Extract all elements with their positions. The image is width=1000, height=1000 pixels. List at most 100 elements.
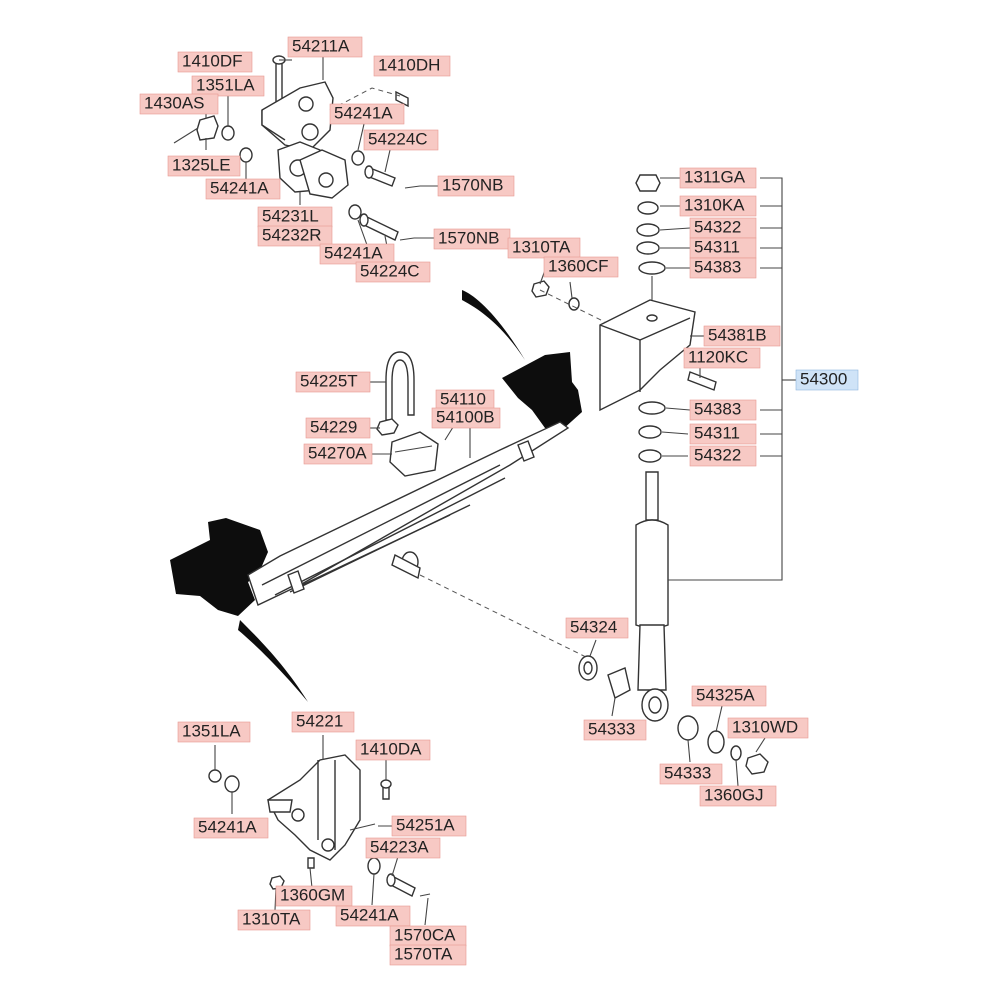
label-1570TA: 1570TA [389,944,467,966]
label-54311-low: 54311 [689,423,757,445]
svg-text:54383: 54383 [694,399,741,418]
label-54311-top: 54311 [689,237,757,259]
svg-text:1360GJ: 1360GJ [704,785,764,804]
label-54241A-5: 54241A [335,905,411,927]
svg-text:54232R: 54232R [262,225,322,244]
label-1570CA: 1570CA [389,925,467,947]
label-54221: 54221 [291,711,355,733]
svg-text:54251A: 54251A [396,815,455,834]
svg-text:1360GM: 1360GM [280,885,345,904]
svg-text:54241A: 54241A [210,178,269,197]
label-1351LA-top: 1351LA [191,75,265,97]
svg-text:54241A: 54241A [340,905,399,924]
label-1410DF: 1410DF [177,51,253,73]
svg-text:54241A: 54241A [324,243,383,262]
label-54381B: 54381B [703,325,781,347]
label-1570NB-1: 1570NB [437,175,515,197]
svg-text:1310WD: 1310WD [732,717,798,736]
svg-text:1351LA: 1351LA [182,721,241,740]
label-1360GJ: 1360GJ [699,785,777,807]
svg-text:1310KA: 1310KA [684,195,745,214]
frame-cutout-front [170,518,308,702]
svg-text:1410DA: 1410DA [360,739,422,758]
svg-text:1410DF: 1410DF [182,51,242,70]
label-54333-1: 54333 [583,719,647,741]
label-54241A-3: 54241A [319,243,395,265]
label-1410DA: 1410DA [355,739,431,761]
svg-text:54325A: 54325A [696,685,755,704]
svg-text:54333: 54333 [588,719,635,738]
label-1570NB-2: 1570NB [433,228,511,250]
label-54223A: 54223A [365,837,441,859]
label-1311GA: 1311GA [679,167,757,189]
label-1310WD: 1310WD [727,717,809,739]
label-54333-2: 54333 [659,763,723,785]
label-54110: 54110 [435,389,495,411]
svg-text:54241A: 54241A [198,817,257,836]
svg-text:1410DH: 1410DH [378,55,440,74]
label-54241A-4: 54241A [193,817,269,839]
label-54322-low: 54322 [689,445,757,467]
label-54224C-1: 54224C [363,129,439,151]
label-54100B: 54100B [431,407,501,429]
svg-text:54224C: 54224C [360,261,420,280]
svg-text:54224C: 54224C [368,129,428,148]
svg-text:54223A: 54223A [370,837,429,856]
svg-text:1311GA: 1311GA [684,167,746,186]
svg-text:1310TA: 1310TA [242,909,301,928]
svg-text:54322: 54322 [694,217,741,236]
label-54232R: 54232R [257,225,333,247]
label-54383-low: 54383 [689,399,757,421]
label-54300: 54300 [795,369,859,391]
svg-text:54383: 54383 [694,257,741,276]
label-54211A: 54211A [287,36,363,58]
label-1410DH: 1410DH [373,55,451,77]
label-54383-top: 54383 [689,257,757,279]
svg-text:1351LA: 1351LA [196,75,255,94]
svg-text:54225T: 54225T [300,371,358,390]
label-54229: 54229 [305,417,371,439]
label-54241A-1: 54241A [329,103,405,125]
svg-text:54300: 54300 [800,369,847,388]
svg-text:1430AS: 1430AS [144,93,205,112]
label-1310KA: 1310KA [679,195,757,217]
svg-text:1570CA: 1570CA [394,925,456,944]
frame-cutout-rear [462,290,582,430]
label-54224C-2: 54224C [355,261,431,283]
svg-text:1325LE: 1325LE [172,155,231,174]
svg-text:54229: 54229 [310,417,357,436]
svg-text:54322: 54322 [694,445,741,464]
svg-text:54324: 54324 [570,617,617,636]
label-1430AS: 1430AS [139,93,219,115]
svg-text:54333: 54333 [664,763,711,782]
label-1351LA-bottom: 1351LA [177,721,251,743]
label-1360GM: 1360GM [275,885,353,907]
svg-text:54211A: 54211A [292,36,350,55]
label-54231L: 54231L [257,206,333,228]
label-54324: 54324 [565,617,629,639]
label-1310TA-top: 1310TA [507,237,581,259]
top-shackle-assembly [173,55,440,263]
svg-text:1570NB: 1570NB [438,228,499,247]
svg-text:54241A: 54241A [334,103,393,122]
label-54322-top: 54322 [689,217,757,239]
svg-text:54110: 54110 [440,389,486,408]
svg-text:54311: 54311 [694,237,740,256]
label-54270A: 54270A [303,443,373,465]
label-1310TA-bottom: 1310TA [237,909,311,931]
svg-text:54221: 54221 [296,711,343,730]
svg-text:1360CF: 1360CF [548,256,608,275]
leaf-spring [247,351,593,661]
svg-text:54311: 54311 [694,423,740,442]
label-54225T: 54225T [295,371,371,393]
svg-text:1120KC: 1120KC [688,347,748,366]
label-54325A: 54325A [691,685,767,707]
svg-text:1310TA: 1310TA [512,237,571,256]
svg-text:54270A: 54270A [308,443,367,462]
bottom-hanger-assembly [208,735,431,926]
svg-text:54381B: 54381B [708,325,767,344]
svg-text:1570NB: 1570NB [442,175,503,194]
label-1325LE: 1325LE [167,155,241,177]
label-54241A-2: 54241A [205,178,281,200]
